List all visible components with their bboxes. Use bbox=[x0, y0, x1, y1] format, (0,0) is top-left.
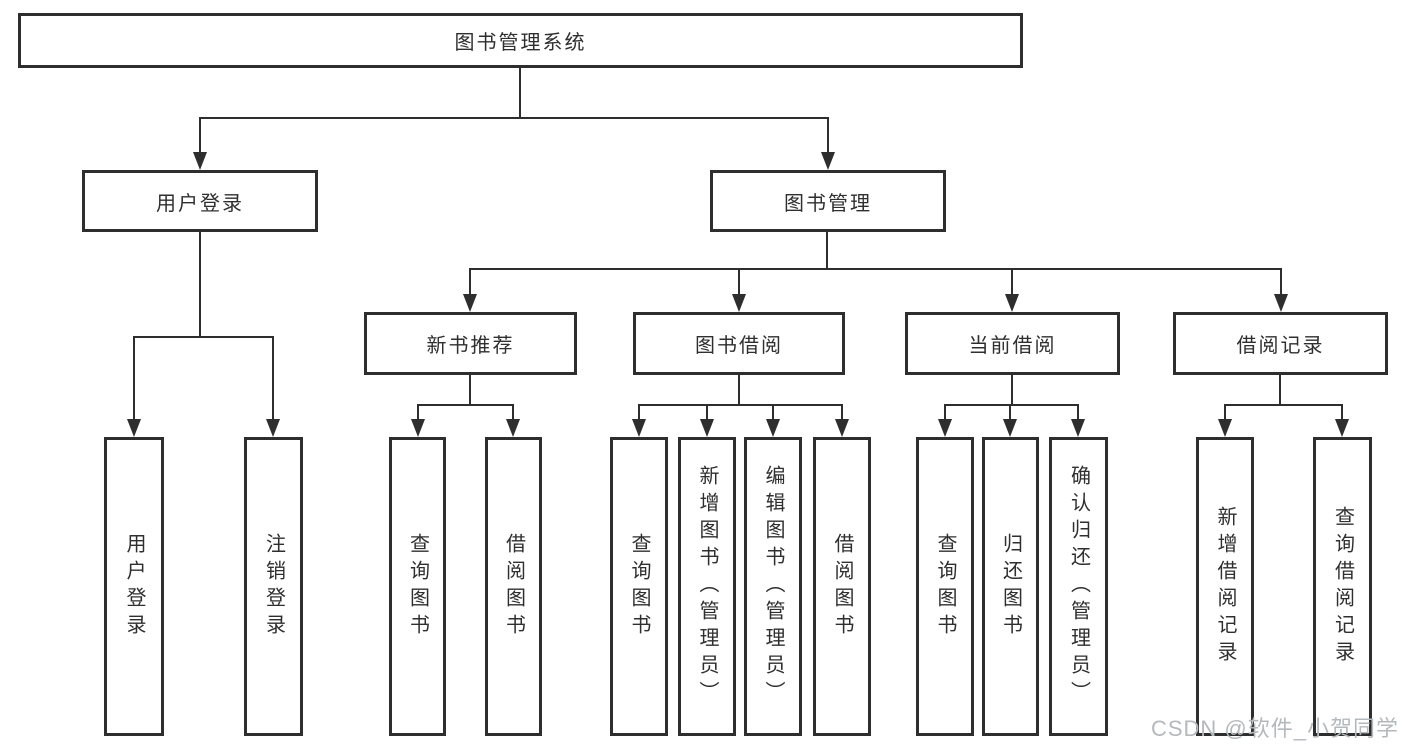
node-leaf-current-confirm: 确认归还（管理员） bbox=[1049, 437, 1108, 736]
arrowhead bbox=[1003, 419, 1017, 437]
connector-root-to-level2 bbox=[193, 68, 835, 170]
arrowhead bbox=[1005, 294, 1019, 312]
connector-new-book-recommend-to-leaves bbox=[411, 375, 520, 437]
connector-user-login-to-leaves bbox=[127, 232, 280, 437]
arrowhead bbox=[463, 294, 477, 312]
arrowhead bbox=[732, 294, 746, 312]
node-leaf-borrowing-query: 查询图书 bbox=[610, 437, 668, 736]
arrowhead bbox=[700, 419, 714, 437]
arrowhead bbox=[266, 419, 280, 437]
node-current-borrowing: 当前借阅 bbox=[905, 312, 1120, 375]
arrowhead bbox=[1335, 419, 1349, 437]
arrowhead bbox=[1218, 419, 1232, 437]
node-book-management: 图书管理 bbox=[710, 170, 946, 232]
arrowhead bbox=[193, 152, 207, 170]
node-leaf-recommend-borrow: 借阅图书 bbox=[485, 437, 542, 736]
node-borrowing-records: 借阅记录 bbox=[1173, 312, 1388, 375]
node-leaf-borrowing-add: 新增图书（管理员） bbox=[678, 437, 736, 736]
node-leaf-logout: 注销登录 bbox=[244, 437, 303, 736]
arrowhead bbox=[1274, 294, 1288, 312]
arrowhead bbox=[1071, 419, 1085, 437]
arrowhead bbox=[127, 419, 141, 437]
node-leaf-user-login: 用户登录 bbox=[104, 437, 164, 736]
arrowhead bbox=[766, 419, 780, 437]
connector-book-borrowing-to-leaves bbox=[632, 375, 849, 437]
arrowhead bbox=[938, 419, 952, 437]
arrowhead bbox=[411, 419, 425, 437]
node-leaf-borrowing-borrow: 借阅图书 bbox=[813, 437, 871, 736]
node-user-login: 用户登录 bbox=[82, 170, 318, 232]
arrowhead bbox=[506, 419, 520, 437]
node-leaf-current-return: 归还图书 bbox=[982, 437, 1039, 736]
node-new-book-recommend: 新书推荐 bbox=[364, 312, 577, 375]
arrowhead bbox=[632, 419, 646, 437]
connector-book-management-to-level3 bbox=[463, 232, 1288, 312]
node-leaf-records-add: 新增借阅记录 bbox=[1196, 437, 1254, 736]
node-root-system: 图书管理系统 bbox=[18, 13, 1023, 68]
node-leaf-recommend-query: 查询图书 bbox=[389, 437, 446, 736]
connector-current-borrowing-to-leaves bbox=[938, 375, 1085, 437]
arrowhead bbox=[835, 419, 849, 437]
node-book-borrowing: 图书借阅 bbox=[633, 312, 845, 375]
arrowhead bbox=[821, 152, 835, 170]
node-leaf-records-query: 查询借阅记录 bbox=[1313, 437, 1372, 736]
csdn-watermark: CSDN @软件_小贺同学 bbox=[1150, 716, 1399, 741]
connector-borrowing-records-to-leaves bbox=[1218, 375, 1349, 437]
node-leaf-current-query: 查询图书 bbox=[916, 437, 974, 736]
node-leaf-borrowing-edit: 编辑图书（管理员） bbox=[744, 437, 802, 736]
